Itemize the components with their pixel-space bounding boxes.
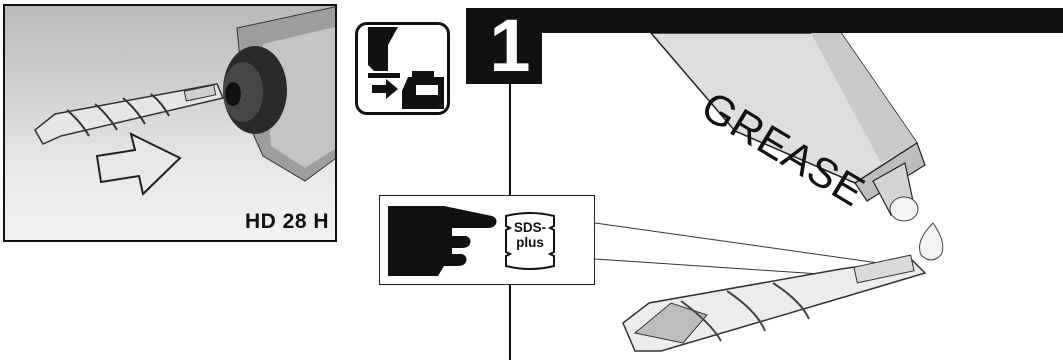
sds-plus-shank-icon	[380, 196, 596, 286]
sds-label-line1: SDS-	[504, 220, 556, 235]
sds-label-line2: plus	[504, 235, 556, 250]
sds-plus-info-box: SDS- plus	[379, 195, 595, 285]
battery-insert-icon	[355, 22, 450, 115]
drill-bit-illustration	[623, 255, 925, 351]
drill-bit-icon	[35, 84, 223, 144]
model-label: HD 28 H	[245, 210, 329, 234]
sds-plus-label: SDS- plus	[504, 220, 556, 250]
drill-insert-panel: HD 28 H	[3, 4, 337, 242]
battery-icon	[358, 25, 447, 112]
arrow-right-icon	[97, 134, 180, 194]
drill-insert-illustration	[5, 6, 337, 242]
